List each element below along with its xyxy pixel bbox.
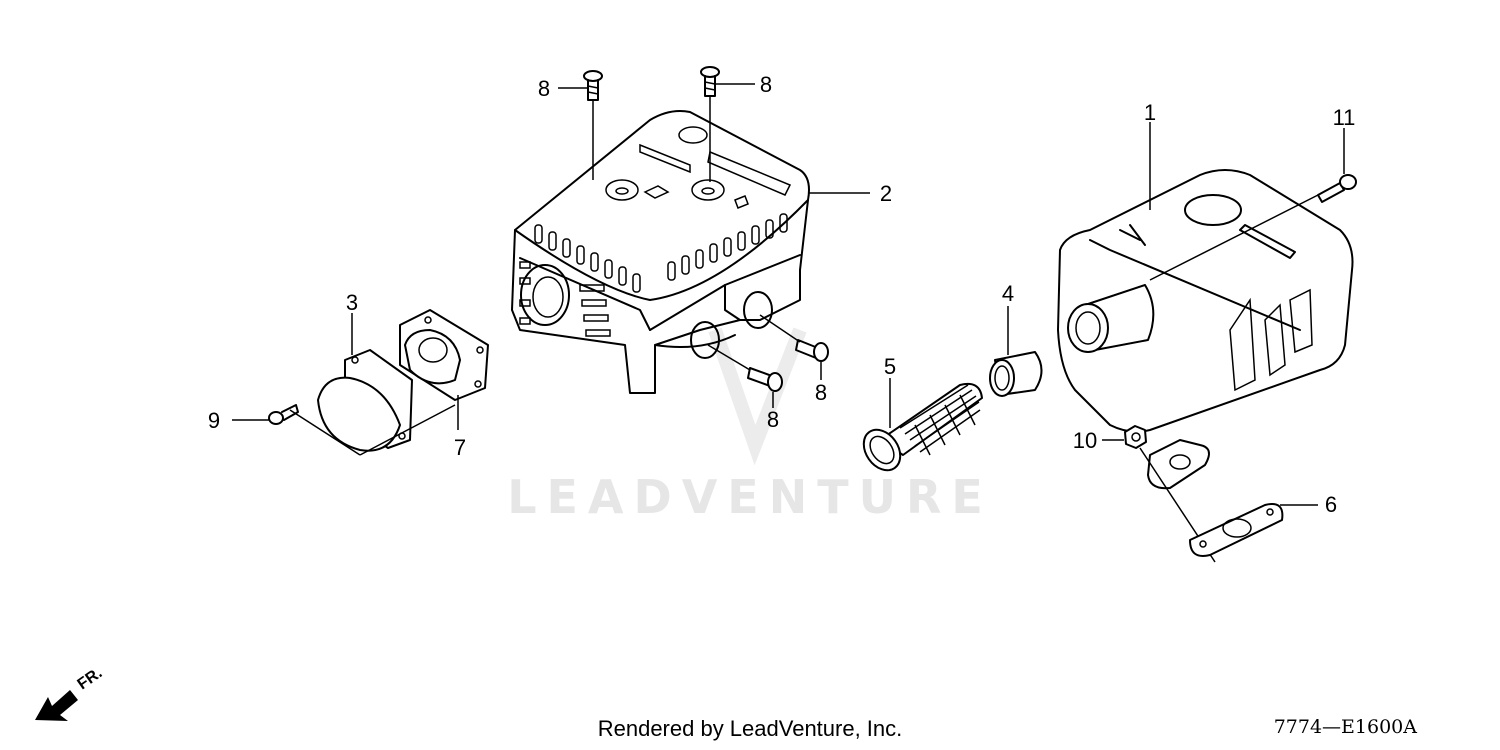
- muffler[interactable]: [1057, 169, 1354, 490]
- callout-9: 9: [208, 408, 220, 433]
- callout-3: 3: [346, 290, 358, 315]
- leader-lines: [558, 83, 870, 408]
- spark-arrester[interactable]: [856, 382, 983, 477]
- screw-mid-lower[interactable]: [747, 367, 783, 392]
- watermark-text: LEADVENTURE: [507, 470, 993, 524]
- fr-label: FR.: [75, 665, 106, 694]
- leadventure-watermark: LEADVENTURE: [507, 327, 993, 524]
- callout-4: 4: [1002, 281, 1014, 306]
- gasket-6[interactable]: [1189, 503, 1284, 557]
- rendered-by-footer: Rendered by LeadVenture, Inc.: [597, 716, 903, 741]
- screw-top-right[interactable]: [700, 66, 720, 97]
- callout-10: 10: [1073, 428, 1097, 453]
- screw-11[interactable]: [1317, 174, 1357, 203]
- exhaust-deflector[interactable]: [399, 309, 489, 401]
- callout-5: 5: [884, 354, 896, 379]
- callout-8: 8: [538, 76, 550, 101]
- muffler-protector[interactable]: [511, 110, 810, 394]
- callout-11: 11: [1333, 105, 1356, 130]
- diagram-code: 7774—E1600A: [1273, 716, 1417, 738]
- callout-2: 2: [880, 181, 892, 206]
- callout-numbers: 8 8 1 11 2 4 3 5 8 8 9 10 7 6: [208, 72, 1356, 517]
- screw-top-left[interactable]: [583, 70, 603, 101]
- callout-1: 1: [1144, 100, 1156, 125]
- nut-10[interactable]: [1124, 425, 1147, 449]
- callout-6: 6: [1325, 492, 1337, 517]
- exhaust-gasket-plate[interactable]: [317, 349, 413, 452]
- collar[interactable]: [989, 351, 1043, 397]
- leader-11-b: [1149, 194, 1319, 281]
- callout-7: 7: [454, 435, 466, 460]
- screw-mid-right[interactable]: [795, 339, 829, 362]
- callout-8: 8: [760, 72, 772, 97]
- callout-8: 8: [815, 380, 827, 405]
- leader-lines-left: [232, 313, 459, 456]
- callout-8: 8: [767, 407, 779, 432]
- screw-9[interactable]: [268, 404, 299, 425]
- front-direction-arrow: FR.: [35, 665, 105, 721]
